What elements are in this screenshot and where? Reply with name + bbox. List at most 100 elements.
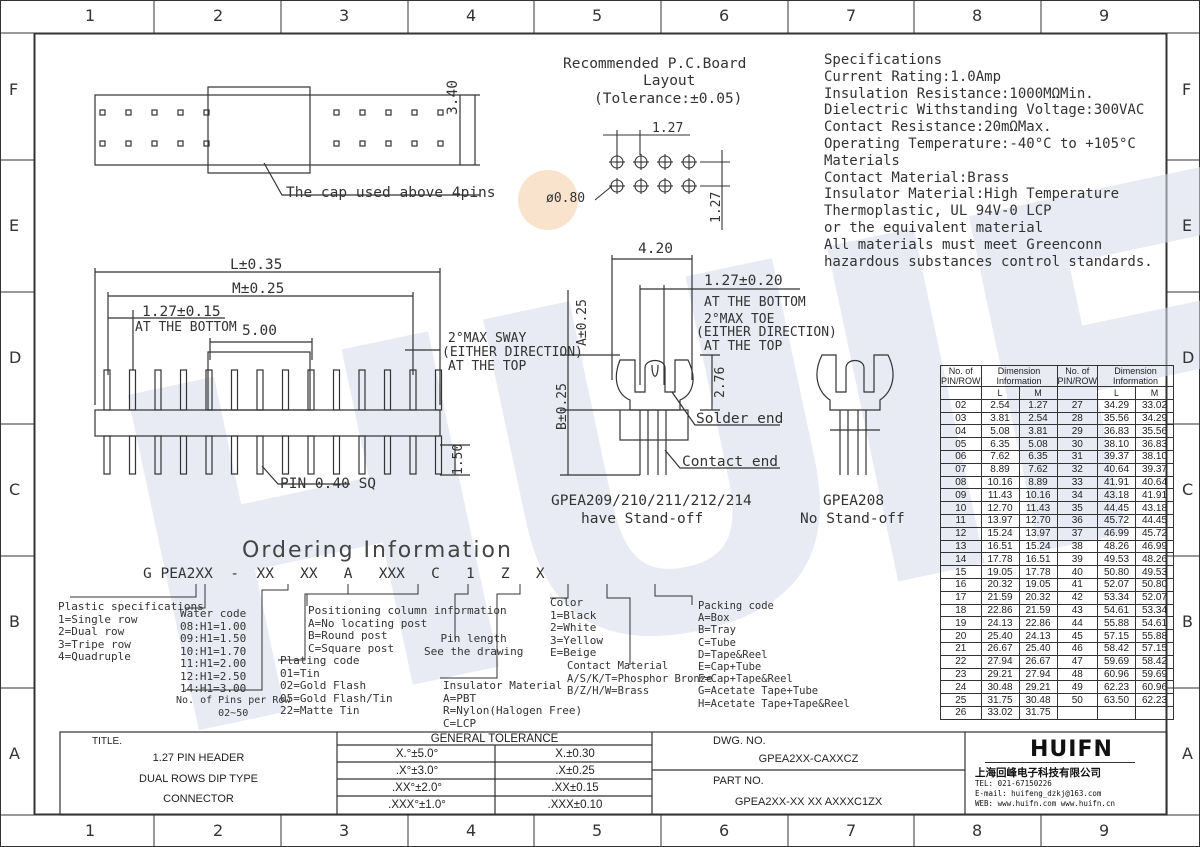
- ord-contact-item-0: Contact Material: [567, 660, 669, 672]
- dim-cell: 48.26: [1135, 552, 1174, 567]
- dim-cell: 34.29: [1135, 411, 1174, 426]
- dim-cell: 6.35: [980, 437, 1020, 451]
- dim-cell: 40: [1056, 565, 1098, 579]
- col-header-m-2: M: [1135, 386, 1174, 400]
- dim-cell: 63.50: [1097, 693, 1136, 707]
- grid-row-right-D: D: [1182, 348, 1195, 367]
- ord-pins-item-0: No. of Pins per Row: [176, 695, 291, 706]
- dim-cell: 22.86: [1018, 616, 1058, 631]
- dim-b: B±0.25: [555, 383, 570, 430]
- ord-plastic-item-3: 3=Tripe row: [58, 637, 131, 651]
- dim-cell: 40.64: [1135, 475, 1174, 490]
- dim-a: A±0.25: [575, 299, 590, 346]
- dim-cell: 35.56: [1097, 411, 1136, 426]
- dim-cell: 60.96: [1135, 680, 1174, 695]
- grid-row-left-F: F: [9, 80, 19, 99]
- ord-plating-item-3: 05=Gold Flash/Tin: [280, 691, 393, 705]
- dim-cell: 45.72: [1135, 526, 1174, 541]
- ord-color-item-4: E=Beige: [550, 646, 597, 659]
- tolerance-cell: .XX±0.15: [551, 782, 599, 794]
- dim-cell: 20.32: [1018, 590, 1058, 605]
- ord-packing-item-4: D=Tape&Reel: [698, 648, 768, 661]
- dim-cell: 13: [940, 539, 982, 554]
- spec-line-9: Thermoplastic, UL 94V-0 LCP: [824, 203, 1052, 220]
- pcb-pitch: 1.27: [652, 121, 684, 136]
- dim-cell: 12: [940, 526, 982, 541]
- dim-cell: 26: [940, 705, 982, 720]
- dim-cell: 53.34: [1097, 590, 1136, 605]
- dim-cell: 15.24: [980, 526, 1020, 541]
- company-tel: TEL: 021-67150226: [975, 779, 1052, 788]
- dim-cell: 49: [1056, 680, 1098, 695]
- spec-line-2: Insulation Resistance:1000MΩMin.: [824, 85, 1094, 102]
- dim-cell: 8.89: [980, 462, 1020, 477]
- ord-color-item-3: 3=Yellow: [550, 633, 603, 647]
- dim-cell: 38: [1056, 539, 1098, 554]
- dim-cell: 46: [1056, 641, 1098, 656]
- spec-line-10: or the equivalent material: [824, 220, 1044, 236]
- pcb-hole: ø0.80: [546, 191, 586, 206]
- dwg-number: GPEA2XX-CAXXCZ: [758, 753, 859, 765]
- dim-cell: 41.91: [1097, 475, 1136, 490]
- dim-cell: 7.62: [1018, 462, 1058, 477]
- grid-col-bottom-9: 9: [1099, 821, 1110, 840]
- pin-note: PIN 0.40 SQ: [280, 476, 377, 492]
- dim-cell: 25.40: [1018, 641, 1058, 656]
- company-web: WEB: www.huifn.com www.huifn.cn: [975, 799, 1115, 808]
- ord-insulator-item-2: R=Nylon(Halogen Free): [443, 704, 583, 717]
- dim-cell: 47: [1056, 654, 1098, 669]
- dim-cell: 07: [940, 462, 982, 477]
- grid-col-bottom-5: 5: [592, 821, 603, 840]
- pcb-title-3: (Tolerance:±0.05): [594, 91, 743, 107]
- dim-cell: 43.18: [1135, 501, 1174, 515]
- dim-cell: 26.67: [1018, 654, 1058, 669]
- dim-cell: 6.35: [1018, 449, 1058, 464]
- ord-water-item-1: 08:H1=1.00: [180, 619, 247, 633]
- dim-cell: 34.29: [1097, 398, 1136, 413]
- dim-cell: 08: [940, 475, 982, 490]
- sway-note-3: AT THE TOP: [448, 359, 527, 374]
- spec-line-8: Insulator Material:High Temperature: [824, 186, 1120, 203]
- dim-cell: 39.37: [1135, 462, 1174, 477]
- dim-cell: 16: [940, 577, 982, 592]
- grid-row-right-F: F: [1182, 80, 1192, 99]
- spec-line-3: Dielectric Withstanding Voltage:300VAC: [824, 102, 1145, 119]
- ord-packing-item-8: H=Acetate Tape+Tape&Reel: [698, 697, 850, 710]
- ord-position-item-0: Positioning column information: [308, 604, 507, 617]
- grid-col-top-8: 8: [972, 6, 983, 25]
- dim-cell: 55.88: [1097, 616, 1136, 631]
- dim-cell: 10.16: [1018, 488, 1058, 503]
- ord-pinlength-item-1: See the drawing: [424, 644, 524, 658]
- dim-cell: 17.78: [980, 552, 1020, 567]
- dim-cell: 05: [940, 437, 982, 451]
- dim-cell: 34: [1056, 488, 1098, 503]
- col-header-dim-2: Dimension Information: [1097, 365, 1174, 387]
- dim-cell: 45.72: [1097, 513, 1136, 528]
- grid-col-bottom-4: 4: [466, 821, 477, 840]
- col-header-m: M: [1018, 386, 1058, 400]
- spec-line-1: Current Rating:1.0Amp: [824, 68, 1002, 85]
- front-pitch: 1.27±0.20: [704, 273, 783, 289]
- top-view-dim: 3.40: [445, 80, 461, 115]
- dim-cell: 48: [1056, 667, 1098, 682]
- ord-contact-item-1: A/S/K/T=Phosphor Bronze: [567, 672, 713, 685]
- ord-packing-item-3: C=Tube: [698, 636, 736, 649]
- ord-water-item-2: 09:H1=1.50: [180, 632, 247, 645]
- dim-cell: 35: [1056, 501, 1098, 515]
- dim-cell: 48.26: [1097, 539, 1136, 554]
- title-line-2: DUAL ROWS DIP TYPE: [139, 773, 258, 785]
